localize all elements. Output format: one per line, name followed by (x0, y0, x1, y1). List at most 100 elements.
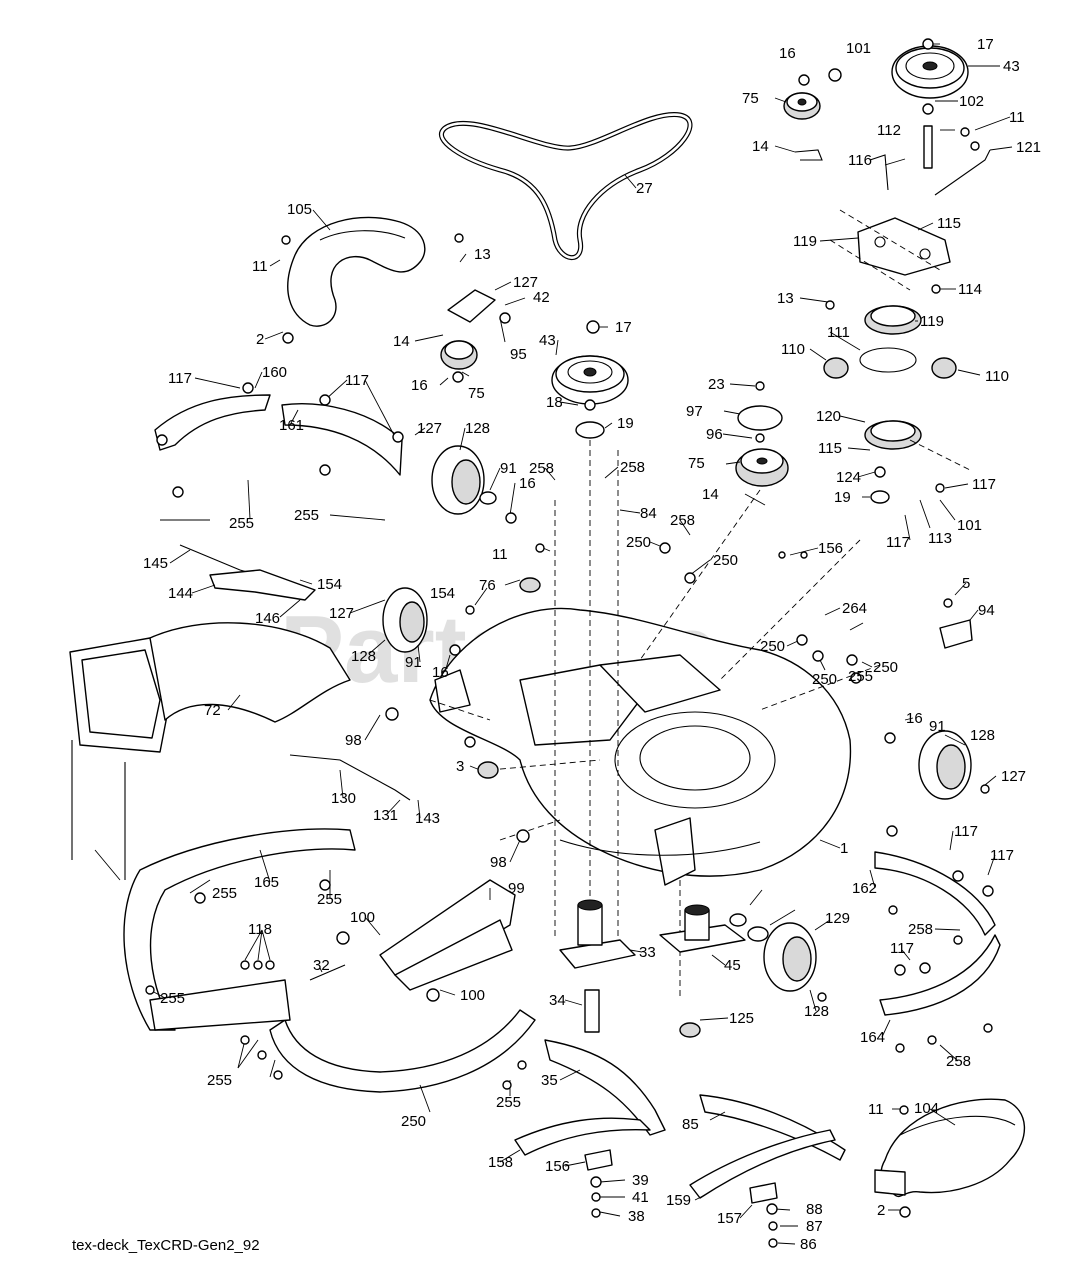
callout-11-d: 11 (868, 1101, 884, 1118)
callout-75-a: 75 (742, 90, 759, 107)
belt-guard-left (287, 216, 426, 327)
callout-121: 124 (836, 469, 861, 486)
callout-255-d: 255 (317, 891, 342, 908)
callout-129: 130 (331, 790, 356, 807)
callout-97: 97 (686, 403, 703, 420)
callout-16-d: 16 (432, 664, 449, 681)
gear-119-lower (864, 420, 922, 450)
callout-250-e: 250 (873, 659, 898, 676)
callout-14-c: 14 (702, 486, 719, 503)
callout-117-e: 117 (954, 823, 978, 840)
skirt-161 (874, 851, 996, 936)
skirt-164-165 (123, 828, 536, 1093)
callout-250-b: 250 (713, 552, 738, 569)
callout-144: 145 (143, 555, 168, 572)
gauge-wheel-128-top (431, 445, 485, 515)
callout-154-a: 154 (430, 585, 455, 602)
washer-156-left (584, 1149, 613, 1171)
pulley-43-center (551, 355, 629, 405)
idler-75-left (440, 340, 478, 370)
shaft-34 (584, 989, 600, 1033)
callout-111: 111 (827, 324, 850, 341)
diagram-footer-label: tex-deck_TexCRD-Gen2_92 (72, 1237, 260, 1254)
callout-85: 85 (682, 1116, 699, 1133)
bracket-143 (209, 569, 316, 601)
washer-91-top (479, 491, 497, 505)
callout-43-b: 43 (539, 332, 556, 349)
gear-110-right (931, 357, 957, 379)
skirt-162 (879, 934, 1001, 1016)
callout-100-a: 100 (350, 909, 375, 926)
callout-250-d: 250 (812, 671, 837, 688)
callout-128-a: 128 (465, 420, 490, 437)
blade-right (689, 1094, 846, 1199)
callout-145: 146 (255, 610, 280, 627)
callout-98-b: 98 (490, 854, 507, 871)
callout-87: 87 (806, 1218, 823, 1235)
callout-100-b: 100 (460, 987, 485, 1004)
callout-146: 154 (317, 576, 342, 593)
callout-114: 114 (958, 281, 982, 298)
bracket-125 (447, 289, 496, 323)
callout-162: 164 (860, 1029, 885, 1046)
callout-16-b: 16 (411, 377, 428, 394)
callout-117-a: 117 (168, 370, 192, 387)
callout-88: 88 (806, 1201, 823, 1218)
callout-27: 27 (636, 180, 653, 197)
callout-128-b: 128 (351, 648, 376, 665)
callout-91-c: 91 (929, 718, 946, 735)
callout-255-c: 255 (212, 885, 237, 902)
callout-125: 127 (513, 274, 538, 291)
callout-35: 35 (541, 1072, 558, 1089)
gauge-wheel-128-bottom (763, 922, 817, 992)
callout-84: 84 (640, 505, 657, 522)
idler-pulley-75-top (783, 92, 821, 120)
callout-258-b: 258 (620, 459, 645, 476)
callout-116: 116 (848, 152, 872, 169)
callout-255-f: 255 (207, 1072, 232, 1089)
callout-250-f: 255 (848, 668, 873, 685)
belt-guard-right (874, 1098, 1026, 1198)
callout-127-d: 128 (804, 1003, 829, 1020)
callout-161: 162 (852, 880, 877, 897)
callout-131: 143 (415, 810, 440, 827)
gear-110-left (823, 357, 849, 379)
callout-39: 39 (632, 1172, 649, 1189)
callout-14-a: 14 (752, 138, 769, 155)
callout-118: 119 (793, 233, 817, 250)
callout-127-b: 127 (329, 605, 354, 622)
fasteners (71, 38, 994, 1248)
callout-2-b: 2 (877, 1202, 885, 1219)
callout-117-f: 117 (990, 847, 1014, 864)
rod-129 (289, 754, 411, 801)
callout-41: 41 (632, 1189, 649, 1206)
callout-14-b: 14 (393, 333, 410, 350)
washer-156-right (749, 1182, 778, 1204)
callout-19-a: 19 (617, 415, 634, 432)
callout-157: 158 (488, 1154, 513, 1171)
callout-110-a: 110 (781, 341, 805, 358)
callout-158: 159 (666, 1192, 691, 1209)
callout-119-a: 119 (920, 313, 944, 330)
callout-16-c: 16 (519, 475, 536, 492)
callout-250-a: 250 (626, 534, 651, 551)
callout-255-b: 255 (294, 507, 319, 524)
callout-105: 105 (287, 201, 312, 218)
idler-75-right (735, 448, 789, 487)
gauge-wheel-128-right (918, 730, 972, 800)
callout-160: 161 (279, 417, 304, 434)
callout-76: 76 (479, 577, 496, 594)
callout-95: 95 (510, 346, 527, 363)
callout-127-c: 127 (1001, 768, 1026, 785)
callout-117-b: 117 (345, 372, 369, 389)
spring-120 (934, 149, 991, 196)
callout-33: 33 (639, 944, 656, 961)
callout-124: 125 (729, 1010, 754, 1027)
leader-lines (94, 43, 1013, 1245)
callout-255-a: 255 (229, 515, 254, 532)
callout-120: 121 (1016, 139, 1041, 156)
skirt-160 (281, 403, 403, 476)
callout-117-d: 117 (886, 534, 910, 551)
callout-255-h: 258 (908, 921, 933, 938)
